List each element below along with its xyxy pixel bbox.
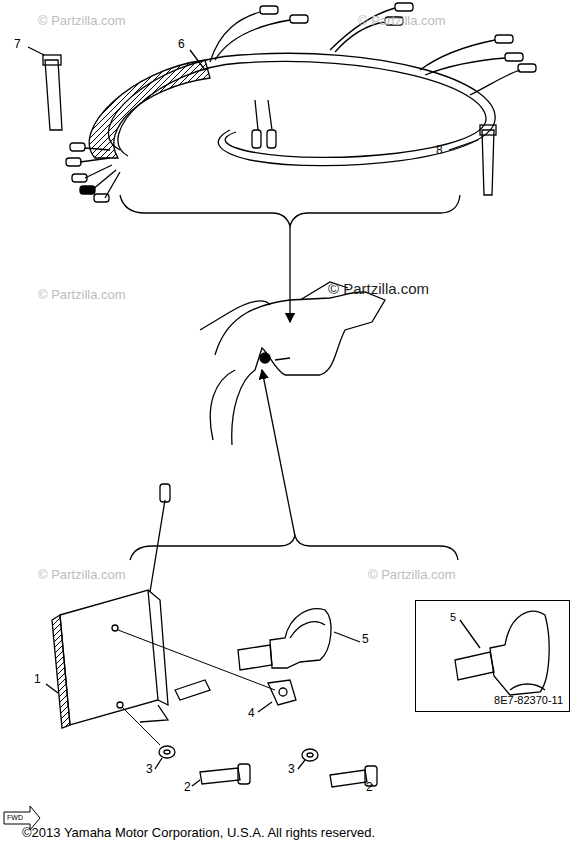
- callout-number: 2: [184, 780, 191, 794]
- watermark: © Partzilla.com: [368, 568, 456, 582]
- watermark: © Partzilla.com: [38, 568, 126, 582]
- callout-number: 5: [362, 632, 369, 646]
- watermark: © Partzilla.com: [328, 282, 429, 296]
- callout-number: 3: [288, 762, 295, 776]
- callout-number: 1: [34, 672, 41, 686]
- direction-mark: FWD: [7, 814, 23, 822]
- callout-number: 6: [178, 37, 185, 51]
- copyright-note: ©2013 Yamaha Motor Corporation, U.S.A. A…: [22, 826, 375, 840]
- inset-box: 5 8E7-82370-11: [415, 600, 570, 712]
- callout-number: 7: [14, 37, 21, 51]
- callout-number: 5: [450, 611, 456, 624]
- watermark: © Partzilla.com: [38, 288, 126, 302]
- watermark: © Partzilla.com: [358, 14, 446, 28]
- watermark: © Partzilla.com: [38, 14, 126, 28]
- callout-number: 2: [366, 780, 373, 794]
- callout-number: 4: [248, 706, 255, 720]
- callout-number: 3: [146, 762, 153, 776]
- callout-number: 8: [436, 143, 443, 157]
- part-number: 8E7-82370-11: [494, 694, 563, 707]
